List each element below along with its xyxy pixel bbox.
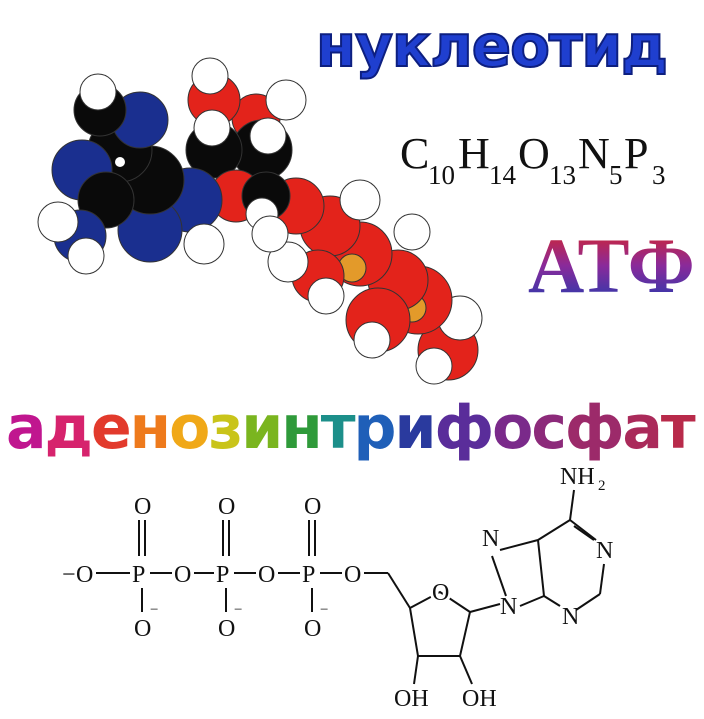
o-top-3: O (304, 494, 321, 520)
formula-n-p: 3 (652, 160, 666, 190)
ribose-o: O (432, 580, 449, 606)
name-letter: ф (435, 393, 493, 463)
name-letter: а (6, 393, 45, 463)
title-nucleotide: нуклеотид (316, 12, 667, 80)
name-letter: д (45, 393, 91, 463)
o-top-2: O (218, 494, 235, 520)
structural-formula: − O P O P O P O O O O O − O − O − (62, 464, 613, 712)
formula-n-h: 14 (489, 160, 517, 190)
name-letter: з (208, 393, 241, 463)
name-letter: и (241, 393, 281, 463)
o-bottom-2: O (218, 616, 235, 642)
formula-el-n: N (578, 129, 610, 178)
o-top-1: O (134, 494, 151, 520)
name-letter: о (169, 393, 208, 463)
formula-n-o: 13 (549, 160, 576, 190)
n-3: N (562, 604, 579, 630)
name-letter: е (91, 393, 130, 463)
name-letter: н (130, 393, 169, 463)
formula-el-h: H (458, 129, 490, 178)
p-atom-3: P (302, 562, 315, 588)
name-letter: р (354, 393, 395, 463)
nh2-label: NH (560, 464, 595, 490)
name-letter: с (531, 393, 565, 463)
minus-b3: − (320, 602, 328, 618)
name-letter: н (281, 393, 320, 463)
nh2-sub: 2 (598, 478, 606, 494)
full-name-text: аденозинтрифосфат (6, 393, 696, 463)
o-bridge-3: O (344, 562, 361, 588)
molecular-formula: C 10 H 14 O 13 N 5 P 3 (400, 129, 666, 190)
abbrev-atp: АТФ (528, 222, 695, 309)
name-letter: т (661, 393, 696, 463)
n-9: N (500, 594, 517, 620)
name-letter: т (321, 393, 356, 463)
p-atom-1: P (132, 562, 145, 588)
formula-el-c: C (400, 129, 429, 178)
name-letter: и (395, 393, 435, 463)
full-name-rainbow: аденозинтрифосфат (6, 393, 698, 463)
o-bridge-1: O (174, 562, 191, 588)
minus-sign: − (62, 562, 76, 588)
n-7: N (482, 526, 499, 552)
name-letter: ф (565, 393, 623, 463)
name-letter: о (492, 393, 531, 463)
formula-n-n: 5 (609, 160, 623, 190)
minus-b1: − (150, 602, 158, 618)
formula-n-c: 10 (428, 160, 455, 190)
space-filling-model (37, 57, 483, 385)
o-minus-1: O (76, 562, 93, 588)
o-bottom-3: O (304, 616, 321, 642)
formula-el-o: O (518, 129, 550, 178)
oh-1: OH (394, 686, 429, 712)
formula-el-p: P (624, 129, 648, 178)
minus-b2: − (234, 602, 242, 618)
name-letter: а (622, 393, 661, 463)
p-atom-2: P (216, 562, 229, 588)
n-1: N (596, 538, 613, 564)
o-bridge-2: O (258, 562, 275, 588)
o-bottom-1: O (134, 616, 151, 642)
oh-2: OH (462, 686, 497, 712)
